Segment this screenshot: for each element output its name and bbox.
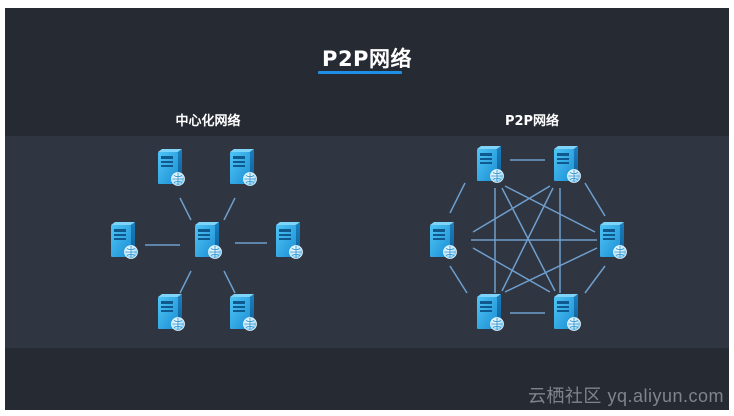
- server-icon: [599, 221, 627, 259]
- link-upper-left: [449, 182, 466, 214]
- server-icon: [229, 293, 257, 331]
- link-upper-right: [584, 182, 606, 217]
- slide: P2P网络 中心化网络 P2P网络: [5, 8, 729, 410]
- link-bottom-right: [223, 270, 236, 294]
- title-underline: [318, 71, 402, 74]
- link-top-left: [179, 197, 192, 221]
- link-lower-right: [584, 265, 606, 294]
- link-diag-2: [501, 187, 554, 292]
- server-icon: [229, 148, 257, 186]
- network-diagram: [110, 145, 627, 331]
- slide-title: P2P网络: [322, 47, 412, 71]
- centralized-network-label: 中心化网络: [175, 114, 241, 129]
- p2p-links: [449, 159, 606, 314]
- server-icon: [476, 145, 504, 183]
- server-icon: [476, 293, 504, 331]
- server-icon: [553, 293, 581, 331]
- link-diag-3: [504, 185, 596, 233]
- server-icon: [275, 221, 303, 259]
- link-diag-5: [472, 247, 551, 293]
- server-icon: [194, 221, 222, 259]
- server-icon: [157, 148, 185, 186]
- link-top-right: [223, 197, 236, 221]
- server-icon: [157, 293, 185, 331]
- link-diag-1: [501, 187, 556, 292]
- watermark: 云栖社区 yq.aliyun.com: [527, 386, 724, 406]
- p2p-network-label: P2P网络: [504, 114, 560, 129]
- server-icon: [553, 145, 581, 183]
- link-diag-4: [472, 185, 551, 233]
- centralized-links: [145, 197, 267, 294]
- server-icon: [429, 221, 457, 259]
- server-icon: [110, 221, 138, 259]
- link-diag-6: [504, 247, 598, 293]
- link-bottom-left: [179, 270, 192, 294]
- link-lower-left: [449, 265, 468, 294]
- centralized-nodes: [110, 148, 303, 331]
